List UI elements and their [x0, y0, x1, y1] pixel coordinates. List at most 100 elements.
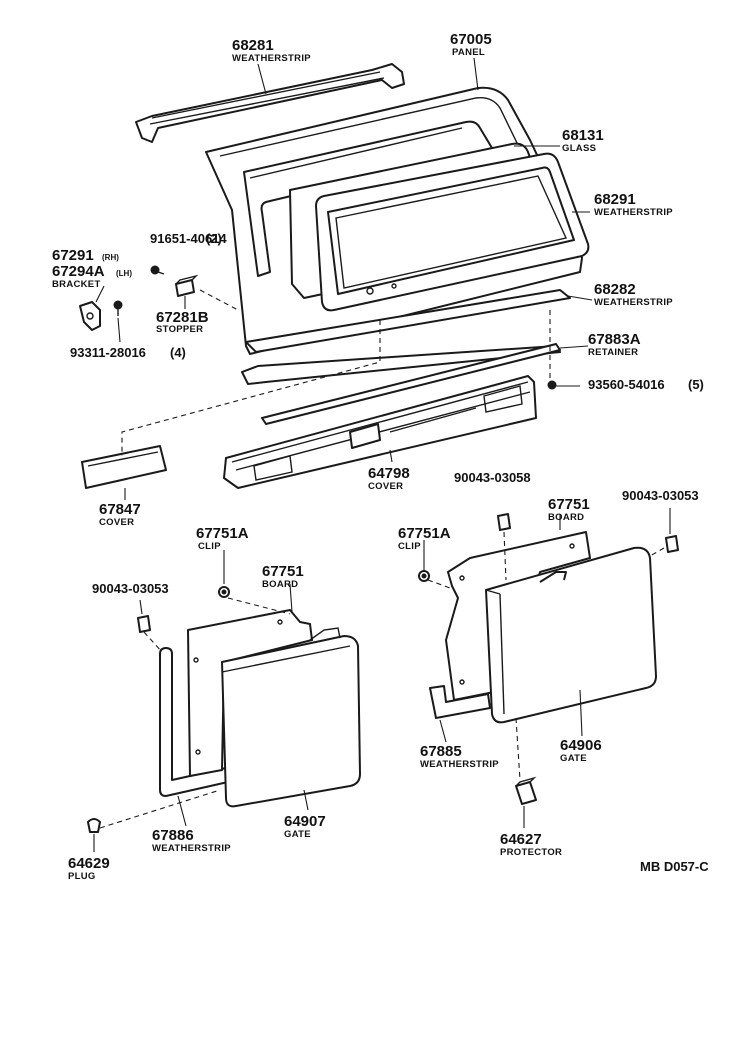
callout-suffix-rh: (RH)	[102, 253, 119, 262]
cover-main-part	[223, 375, 537, 489]
callout-board-left: 67751 BOARD	[262, 563, 304, 590]
callout-screw-lower: 93311-28016 (4)	[70, 345, 186, 360]
callout-number: 64906	[560, 737, 602, 754]
screw-upper-part	[150, 265, 165, 275]
callout-number: 68281	[232, 37, 274, 54]
gate-left-part	[221, 627, 361, 808]
callout-name: WEATHERSTRIP	[232, 53, 311, 64]
callout-number: 93311-28016	[70, 345, 146, 360]
callout-suffix-lh: (LH)	[116, 269, 132, 278]
cover-small-part	[81, 445, 167, 489]
callout-screw-upper: 91651-40614 (2)	[150, 231, 227, 246]
leader-lines	[93, 57, 671, 852]
assembly-lines	[99, 289, 665, 829]
weatherstrip-right-gate-part	[429, 685, 491, 719]
callout-name: COVER	[99, 517, 134, 528]
callout-number: 64798	[368, 465, 410, 482]
callout-qty: (2)	[206, 231, 222, 246]
callout-number: 90043-03058	[454, 470, 531, 485]
callout-retainer: 67883A RETAINER	[588, 331, 641, 358]
weatherstrip-top-part	[135, 63, 405, 143]
callout-weatherstrip-lower: 68282 WEATHERSTRIP	[594, 281, 673, 308]
callout-number: 68291	[594, 191, 636, 208]
callout-number: 67751A	[196, 525, 249, 542]
clip-left-part	[218, 586, 230, 598]
pad-center-part	[497, 513, 511, 531]
stopper-part	[175, 274, 199, 297]
screw-right-part	[547, 380, 557, 390]
callout-screw-right: 93560-54016 (5)	[588, 377, 704, 392]
callout-number: 91651-40614	[150, 231, 227, 246]
callout-name: WEATHERSTRIP	[594, 297, 673, 308]
callout-weatherstrip-glass: 68291 WEATHERSTRIP	[594, 191, 673, 218]
callout-cover-small: 67847 COVER	[99, 501, 141, 528]
callout-plug: 64629 PLUG	[68, 855, 110, 882]
weatherstrip-left-gate-part	[159, 647, 229, 797]
callout-number: 68282	[594, 281, 636, 298]
callout-name: WEATHERSTRIP	[420, 759, 499, 770]
callout-name: BOARD	[548, 512, 584, 523]
callout-number: 90043-03053	[622, 488, 699, 503]
callout-gate-right: 64906 GATE	[560, 737, 602, 764]
callout-number: 67883A	[588, 331, 641, 348]
callout-number: 67885	[420, 743, 462, 760]
callout-pad-left: 90043-03053	[92, 581, 169, 596]
bracket-part	[79, 301, 101, 331]
callout-name: GATE	[560, 753, 587, 764]
callout-name: CLIP	[198, 541, 221, 552]
callout-number: 68131	[562, 127, 604, 144]
callout-qty: (5)	[688, 377, 704, 392]
protector-part	[515, 776, 537, 805]
callout-board-right: 67751 BOARD	[548, 496, 590, 523]
plug-part	[87, 818, 101, 833]
callout-glass: 68131 GLASS	[562, 127, 604, 154]
callout-gate-left: 64907 GATE	[284, 813, 326, 840]
callout-clip-left: 67751A CLIP	[196, 525, 249, 552]
callout-number-rh: 67291	[52, 247, 94, 264]
callout-name: PLUG	[68, 871, 96, 882]
callout-number: 64627	[500, 831, 542, 848]
gate-right-part	[485, 546, 657, 724]
callout-number: 67751	[262, 563, 304, 580]
callout-weatherstrip-right-gate: 67885 WEATHERSTRIP	[420, 743, 499, 770]
callout-weatherstrip-top: 68281 WEATHERSTRIP	[232, 37, 311, 64]
board-left-part	[187, 609, 313, 777]
callout-name: CLIP	[398, 541, 421, 552]
callout-name: COVER	[368, 481, 403, 492]
callout-weatherstrip-left-gate: 67886 WEATHERSTRIP	[152, 827, 231, 854]
callout-name: WEATHERSTRIP	[594, 207, 673, 218]
callout-name: GLASS	[562, 143, 596, 154]
retainer-part	[241, 343, 561, 425]
callout-pad-right: 90043-03053	[622, 488, 699, 503]
callout-name: PANEL	[452, 47, 485, 58]
callout-number: 64907	[284, 813, 326, 830]
weatherstrip-glass-part	[315, 152, 590, 312]
callout-name: BOARD	[262, 579, 298, 590]
callout-number: 90043-03053	[92, 581, 169, 596]
callout-number: 93560-54016	[588, 377, 665, 392]
callout-name: RETAINER	[588, 347, 638, 358]
callout-clip-right: 67751A CLIP	[398, 525, 451, 552]
pad-left-part	[137, 615, 151, 633]
weatherstrip-lower-part	[245, 289, 571, 353]
pad-right-part	[665, 535, 679, 553]
callout-number: 67281B	[156, 309, 209, 326]
callout-number: 67847	[99, 501, 141, 518]
callout-number: 67751A	[398, 525, 451, 542]
clip-right-part	[418, 570, 430, 582]
callout-pad-center: 90043-03058	[454, 470, 531, 485]
callout-number: 64629	[68, 855, 110, 872]
callout-number: 67005	[450, 31, 492, 48]
diagram-code: MB D057-C	[640, 859, 709, 874]
callout-protector: 64627 PROTECTOR	[500, 831, 562, 858]
screw-lower-part	[113, 300, 123, 316]
callout-name: WEATHERSTRIP	[152, 843, 231, 854]
callout-stopper: 67281B STOPPER	[156, 309, 209, 335]
callout-bracket: 67291 (RH) 67294A (LH) BRACKET	[52, 247, 132, 290]
callout-number-lh: 67294A	[52, 263, 105, 280]
callout-number: 67886	[152, 827, 194, 844]
callout-number: 67751	[548, 496, 590, 513]
callout-qty: (4)	[170, 345, 186, 360]
